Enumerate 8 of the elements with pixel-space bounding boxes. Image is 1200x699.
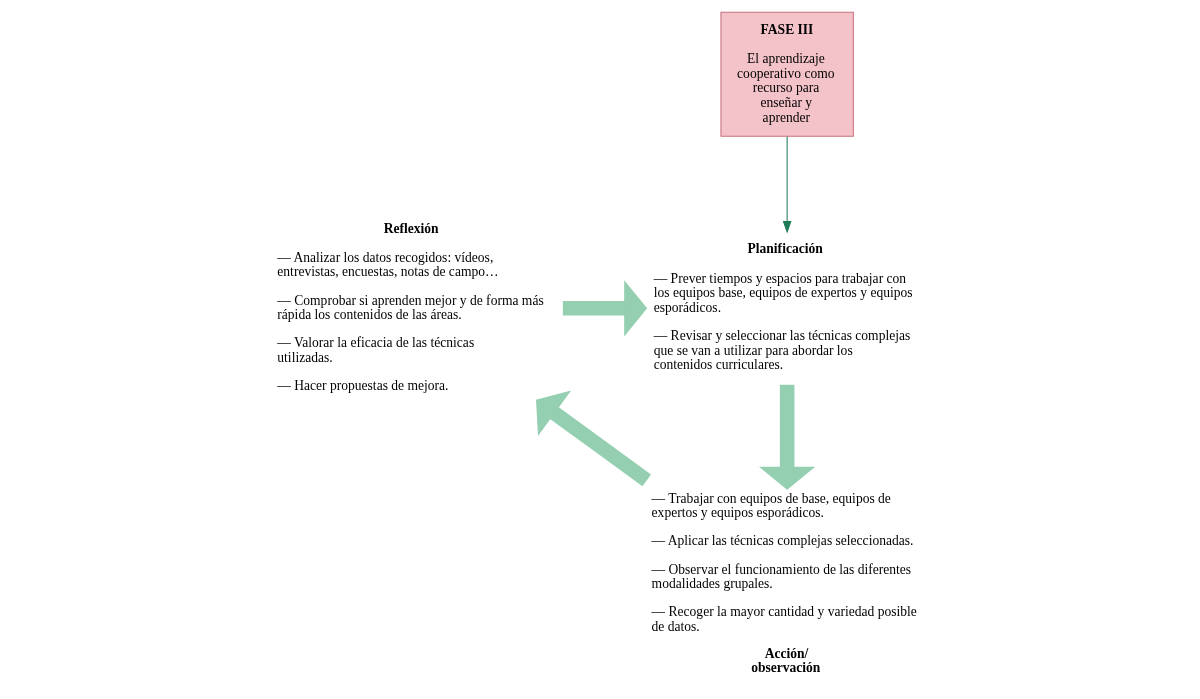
arrow — [536, 390, 652, 487]
arrow — [562, 280, 648, 337]
node-box: FASE III El aprendizaje cooperativo como recurso para enseñar y aprender — [720, 11, 854, 137]
arrow — [782, 136, 792, 234]
node-text: Planificación — Prever tiempos y espacios para trabajar con los equipos base, equipos de expertos y equipos esporádicos. — Revisar y seleccionar las técnicas complejas que se van a utilizar para abordar los contenidos curriculares. — [653, 241, 913, 373]
node-text: Reflexión — Analizar los datos recogidos: vídeos, entrevistas, encuestas, notas de campo… — Comprobar si aprenden mejor y de forma más rápida los contenidos de las áreas. — Valorar la eficacia de las técnicas utilizadas. — Hacer propuestas de mejora. — [277, 220, 544, 394]
arrow — [759, 384, 816, 490]
node-text: — Trabajar con equipos de base, equipos de expertos y equipos esporádicos. — Aplicar las técnicas complejas seleccionadas. — Observar el funcionamiento de las diferentes modalidades grupales. — Recoger la mayor cantidad y variedad posible de datos. Acción/ observación — [651, 490, 917, 675]
